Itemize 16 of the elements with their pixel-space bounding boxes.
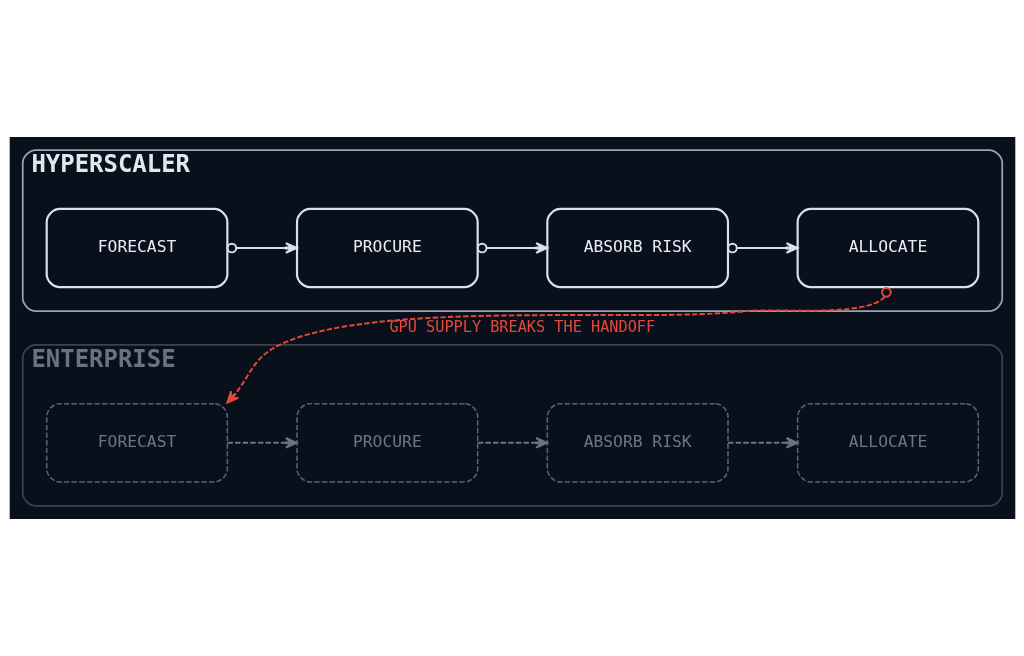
arrow — [226, 242, 298, 254]
node-box: FORECAST — [45, 207, 228, 289]
node-box: ALLOCATE — [796, 402, 979, 483]
arrow — [225, 287, 892, 404]
edge-label: GPU SUPPLY BREAKS THE HANDOFF — [388, 318, 655, 337]
node-box: ALLOCATE — [796, 207, 979, 289]
arrow — [726, 242, 798, 254]
arrow — [726, 436, 798, 449]
arrow — [226, 436, 298, 449]
node-box: PROCURE — [295, 207, 479, 289]
node-box: PROCURE — [295, 402, 478, 483]
node-box: FORECAST — [45, 402, 228, 483]
arrow — [476, 242, 548, 254]
node-box: ABSORB RISK — [546, 402, 729, 483]
node-box: ABSORB RISK — [545, 207, 729, 289]
arrow — [476, 436, 548, 449]
